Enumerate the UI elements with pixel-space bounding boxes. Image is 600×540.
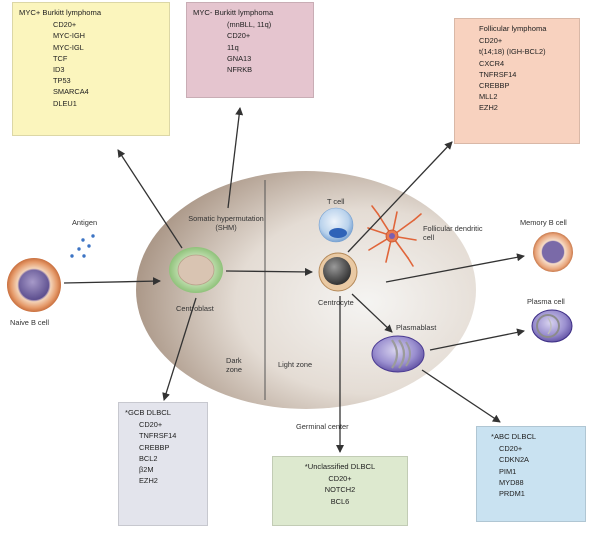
box-item: TNFRSF14 [139, 431, 177, 441]
plasma-cell-label: Plasma cell [527, 297, 565, 306]
box-title: MYC- Burkitt lymphoma [193, 8, 274, 17]
fdc-label: Follicular dendritic cell [423, 224, 483, 242]
box-title: MYC+ Burkitt lymphoma [19, 8, 102, 17]
arrow-centrocyte-to-memory [385, 253, 525, 283]
box-item: 11q [227, 42, 239, 52]
box-follicular-lymphoma: Follicular lymphoma CD20+t(14;18) (IGH-B… [454, 18, 580, 144]
arrow-centrocyte-to-follicular [347, 141, 453, 253]
box-item: (mnBLL, 11q) [227, 20, 272, 30]
box-item: PIM1 [499, 466, 517, 476]
box-item: t(14;18) (IGH-BCL2) [479, 47, 546, 57]
memory-b-cell-label: Memory B cell [520, 218, 567, 227]
box-item: CD20+ [479, 36, 503, 46]
t-cell [318, 207, 354, 243]
dark-zone-label: Dark zone [226, 356, 243, 374]
box-item: TP53 [53, 76, 71, 86]
box-item: EZH2 [479, 103, 498, 113]
box-item: CDKN2A [499, 455, 529, 465]
box-item: CREBBP [479, 81, 510, 91]
box-item: MYC-IGL [53, 42, 84, 52]
antigen-label: Antigen [72, 218, 98, 227]
t-cell-label: T cell [327, 197, 345, 206]
box-item: CREBBP [139, 442, 170, 452]
box-item: MYD88 [499, 477, 524, 487]
box-item: BCL6 [330, 496, 350, 506]
antigen-dots [70, 234, 95, 258]
box-title: *GCB DLBCL [125, 408, 172, 417]
box-item: DLEU1 [53, 98, 77, 108]
arrows [63, 107, 525, 453]
box-title: *Unclassified DLBCL [304, 462, 376, 471]
shm-label: Somatic hypermutation (SHM) [188, 214, 264, 232]
arrow-centroblast-to-gcb [162, 297, 197, 401]
box-item: CD20+ [328, 474, 352, 484]
box-item: GNA13 [227, 53, 252, 63]
centrocyte-cell [318, 252, 358, 292]
box-item: MYC-IGH [53, 31, 86, 41]
box-item: SMARCA4 [53, 87, 89, 97]
arrow-plasmablast-to-abc [421, 369, 501, 423]
box-title: Follicular lymphoma [479, 24, 547, 33]
box-item: BCL2 [139, 453, 158, 463]
box-item: EZH2 [139, 476, 158, 486]
box-title: *ABC DLBCL [491, 432, 537, 441]
box-item: CD20+ [53, 20, 77, 30]
box-item: NFRKB [227, 65, 253, 75]
arrow-naive-to-centroblast [63, 277, 161, 286]
light-zone-label: Light zone [278, 360, 313, 369]
centroblast-cell [169, 247, 223, 293]
arrow-centrocyte-to-plasmablast [351, 293, 393, 333]
centrocyte-label: Centrocyte [318, 298, 354, 307]
box-item: NOTCH2 [324, 485, 356, 495]
arrow-shm-to-myc-neg [227, 107, 244, 209]
arrow-centroblast-to-centrocyte [225, 267, 313, 276]
box-item: MLL2 [479, 92, 498, 102]
box-item: CD20+ [227, 31, 251, 41]
naive-b-cell-label: Naive B cell [10, 318, 50, 327]
box-item: ID3 [53, 65, 65, 75]
box-item: CXCR4 [479, 58, 505, 68]
box-myc-negative-burkitt: MYC- Burkitt lymphoma (mnBLL, 11q)CD20+1… [186, 2, 314, 98]
centroblast-label: Centroblast [176, 304, 214, 313]
naive-b-cell [7, 258, 61, 312]
plasmablast-cell [371, 335, 425, 373]
germinal-center-label: Germinal center [296, 422, 349, 431]
box-item: β2M [139, 465, 154, 475]
box-item: TCF [53, 53, 68, 63]
plasmablast-label: Plasmablast [396, 323, 437, 332]
memory-b-cell [533, 232, 573, 272]
box-item: TNFRSF14 [479, 69, 517, 79]
plasma-cell [531, 309, 573, 343]
box-item: PRDM1 [499, 489, 525, 499]
arrow-centroblast-to-myc-pos [117, 149, 183, 249]
arrow-plasmablast-to-plasma [429, 328, 525, 351]
box-item: CD20+ [139, 420, 163, 430]
box-item: CD20+ [499, 444, 523, 454]
